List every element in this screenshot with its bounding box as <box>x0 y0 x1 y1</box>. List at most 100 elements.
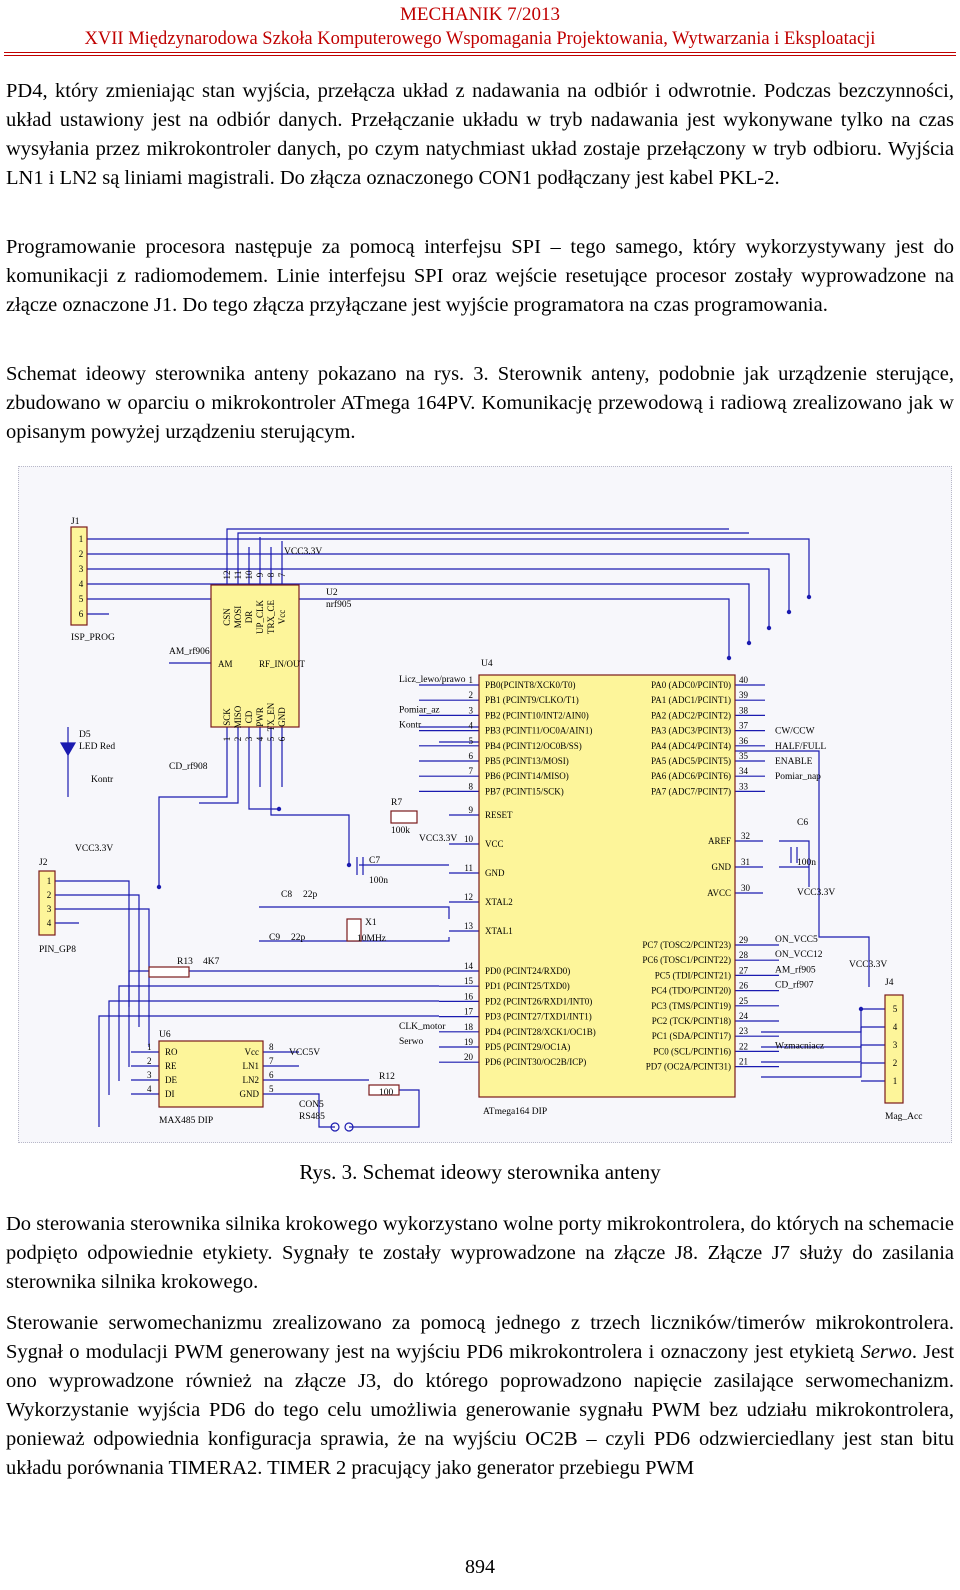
u4-left-pin-4: PB3 (PCINT11/OC0A/AIN1) <box>485 726 592 736</box>
u4-part: ATmega164 DIP <box>483 1107 547 1117</box>
u4-left-num-8: 8 <box>469 781 474 791</box>
paragraph-5: Sterowanie serwomechanizmu zrealizowano … <box>6 1309 954 1483</box>
u2-top-pin-5: Vcc <box>277 610 287 625</box>
u4-ref: U4 <box>481 659 493 669</box>
u4-left-pin-6: PB5 (PCINT13/MOSI) <box>485 756 569 766</box>
u4-mid-pin-12: XTAL2 <box>485 897 513 907</box>
led-ref: D5 <box>79 730 91 740</box>
paragraph-2: Programowanie procesora następuje za pom… <box>6 236 954 316</box>
u4-pa-pin-34: PA6 (ADC6/PCINT6) <box>651 771 731 781</box>
route-23 <box>779 840 810 887</box>
j1-pin-4: 4 <box>79 579 84 589</box>
u6-part: MAX485 DIP <box>159 1116 213 1126</box>
u4-rmid-num-31: 31 <box>741 857 750 867</box>
paragraph-3: Schemat ideowy sterownika anteny pokazan… <box>6 363 954 443</box>
u6-supply: VCC5V <box>289 1048 320 1058</box>
u6-left-num-2: 2 <box>147 1056 152 1066</box>
u2-bot-num-3: 4 <box>255 736 265 741</box>
u4-pa-num-37: 37 <box>739 721 749 731</box>
u2-ref: U2 <box>326 588 338 598</box>
u4-pd-num-16: 16 <box>464 991 474 1001</box>
u4-pd-num-18: 18 <box>464 1022 474 1032</box>
u6-left-num-4: 4 <box>147 1084 152 1094</box>
u4-pc-label-22: Wzmacniacz <box>775 1041 824 1051</box>
route-4 <box>109 598 730 658</box>
junction <box>726 655 732 661</box>
u4-left-label-3: Pomiar_az <box>399 705 440 715</box>
u4-pc-pin-24: PC2 (TCK/PCINT18) <box>652 1016 731 1026</box>
j4-name: Mag_Acc <box>885 1112 922 1122</box>
u4-left-pin-2: PB1 (PCINT9/CLKO/T1) <box>485 695 579 705</box>
u4-pa-pin-36: PA4 (ADC4/PCINT4) <box>651 741 731 751</box>
u2-bot-pin-4: TX_EN <box>266 702 276 731</box>
u4-pd-num-19: 19 <box>464 1037 474 1047</box>
u6-right-pin-6: LN2 <box>243 1075 260 1085</box>
u6-left-num-3: 3 <box>147 1070 152 1080</box>
u4-mid-num-12: 12 <box>464 892 473 902</box>
u4-pc-label-29: ON_VCC5 <box>775 935 818 945</box>
header-rule-top <box>4 52 956 53</box>
u2-top-num-3: 9 <box>255 572 265 577</box>
u4-pc-pin-29: PC7 (TOSC2/PCINT23) <box>642 940 731 950</box>
route-11 <box>248 787 279 810</box>
u2-top-num-1: 11 <box>233 571 243 580</box>
con5-terminal-b <box>344 1122 354 1132</box>
route-9 <box>158 787 228 887</box>
j2-pin-4: 4 <box>47 918 52 928</box>
header-rule-bottom <box>4 55 956 56</box>
conference-title: XVII Międzynarodowa Szkoła Komputerowego… <box>84 29 876 49</box>
x1-value: 10MHz <box>357 934 386 944</box>
route-10 <box>199 787 239 804</box>
route-28 <box>761 1063 862 1078</box>
text-layer: J1123456ISP_PROGU2nrf905VCC3.3VCSN12MOSI… <box>39 517 922 1126</box>
paragraph-4: Do sterowania sterownika silnika krokowe… <box>6 1213 954 1293</box>
route-30 <box>349 1089 420 1128</box>
u2-bot-pin-0: SCK <box>222 708 232 726</box>
led-name: LED Red <box>79 742 115 752</box>
led-kontr: Kontr <box>91 775 114 785</box>
u4-pc-pin-26: PC4 (TDO/PCINT20) <box>651 986 731 996</box>
route-3 <box>109 583 750 643</box>
u2-top-num-0: 12 <box>222 571 232 580</box>
u4-pd-label-18: CLK_motor <box>399 1022 446 1032</box>
u4-atmega164 <box>478 674 736 1098</box>
u4-pa-pin-35: PA5 (ADC5/PCINT5) <box>651 756 731 766</box>
u4-rmid-pin-30: AVCC <box>707 888 731 898</box>
route-1 <box>109 553 790 612</box>
j4-pin-0: 5 <box>893 1004 898 1014</box>
u4-mid-pin-10: VCC <box>485 839 504 849</box>
con5-ref: CON5 <box>299 1100 324 1110</box>
junction <box>766 625 772 631</box>
u2-am: AM <box>218 659 233 669</box>
u2-nrf905 <box>210 584 300 728</box>
r12-value: 100 <box>379 1088 394 1098</box>
u2-top-pin-1: MOSI <box>233 606 243 629</box>
u6-left-pin-1: RO <box>165 1047 178 1057</box>
u2-top-pin-4: TRX_CE <box>266 600 276 635</box>
j4-pin-3: 2 <box>893 1058 898 1068</box>
u2-supply: VCC3.3V <box>284 547 322 557</box>
u4-pd-pin-19: PD5 (PCINT29/OC1A) <box>485 1042 570 1052</box>
u4-pa-pin-33: PA7 (ADC7/PCINT7) <box>651 786 731 796</box>
u4-pc-pin-21: PD7 (OC2A/PCINT31) <box>646 1062 731 1072</box>
u4-pc-num-23: 23 <box>739 1026 749 1036</box>
u4-rmid-pin-31: GND <box>712 862 732 872</box>
route-12 <box>270 787 350 865</box>
route-18 <box>128 970 439 1067</box>
junction <box>858 1006 864 1012</box>
u6-left-pin-4: DI <box>165 1089 175 1099</box>
u6-right-pin-7: LN1 <box>243 1061 260 1071</box>
r7-value: 100k <box>391 826 410 836</box>
u4-pd-num-20: 20 <box>464 1052 474 1062</box>
junction <box>276 806 282 812</box>
u4-mid-num-13: 13 <box>464 921 474 931</box>
u4-pa-label-37: CW/CCW <box>775 727 815 737</box>
c6-value: 100n <box>797 858 816 868</box>
c8-value: 22p <box>303 890 318 900</box>
u4-left-pin-1: PB0(PCINT8/XCK0/T0) <box>485 680 576 690</box>
u4-pd-num-14: 14 <box>464 961 474 971</box>
u4-mid-num-9: 9 <box>469 805 474 815</box>
u4-pa-pin-39: PA1 (ADC1/PCINT1) <box>651 695 731 705</box>
u2-top-pin-0: CSN <box>222 608 232 626</box>
